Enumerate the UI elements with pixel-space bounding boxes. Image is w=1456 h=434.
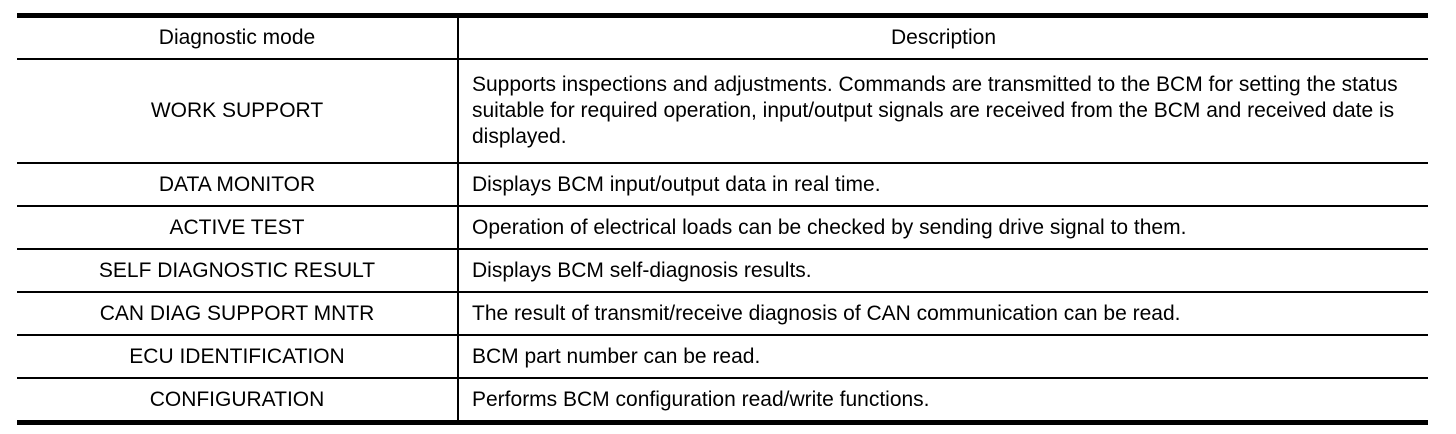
column-header-description: Description	[458, 15, 1428, 60]
diagnostic-mode-cell: CAN DIAG SUPPORT MNTR	[17, 292, 459, 336]
column-header-diagnostic-mode: Diagnostic mode	[17, 15, 459, 60]
table-row: CAN DIAG SUPPORT MNTR The result of tran…	[17, 292, 1428, 336]
diagnostic-mode-table: Diagnostic mode Description WORK SUPPORT…	[17, 13, 1428, 425]
table-row: ECU IDENTIFICATION BCM part number can b…	[17, 335, 1428, 379]
description-cell: Displays BCM input/output data in real t…	[458, 163, 1428, 207]
diagnostic-mode-cell: ACTIVE TEST	[17, 206, 459, 250]
table-body: WORK SUPPORT Supports inspections and ad…	[17, 59, 1428, 423]
table-row: WORK SUPPORT Supports inspections and ad…	[17, 59, 1428, 164]
description-cell: Supports inspections and adjustments. Co…	[458, 59, 1428, 164]
table-row: DATA MONITOR Displays BCM input/output d…	[17, 163, 1428, 207]
diagnostic-mode-cell: CONFIGURATION	[17, 378, 459, 423]
table-row: ACTIVE TEST Operation of electrical load…	[17, 206, 1428, 250]
description-cell: Displays BCM self-diagnosis results.	[458, 249, 1428, 293]
description-cell: Operation of electrical loads can be che…	[458, 206, 1428, 250]
description-cell: The result of transmit/receive diagnosis…	[458, 292, 1428, 336]
table-header: Diagnostic mode Description	[17, 15, 1428, 60]
header-row: Diagnostic mode Description	[17, 15, 1428, 60]
diagnostic-mode-cell: DATA MONITOR	[17, 163, 459, 207]
description-cell: BCM part number can be read.	[458, 335, 1428, 379]
table-row: CONFIGURATION Performs BCM configuration…	[17, 378, 1428, 423]
diagnostic-mode-cell: SELF DIAGNOSTIC RESULT	[17, 249, 459, 293]
table-row: SELF DIAGNOSTIC RESULT Displays BCM self…	[17, 249, 1428, 293]
diagnostic-mode-cell: WORK SUPPORT	[17, 59, 459, 164]
diagnostic-mode-cell: ECU IDENTIFICATION	[17, 335, 459, 379]
description-cell: Performs BCM configuration read/write fu…	[472, 387, 930, 411]
